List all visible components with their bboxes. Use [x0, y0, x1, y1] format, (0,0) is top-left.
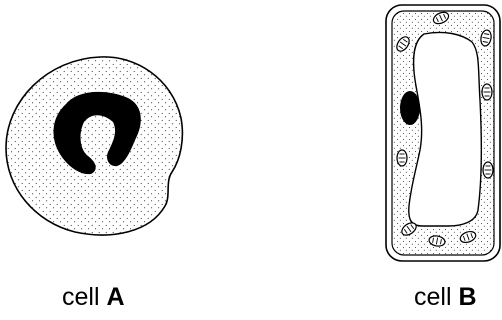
cell-b-label: cell B	[414, 283, 477, 312]
cell-b-label-letter: B	[458, 283, 476, 311]
chloroplast	[397, 150, 407, 166]
cell-a-membrane	[6, 57, 182, 235]
cell-b	[386, 5, 500, 261]
chloroplast	[482, 84, 492, 100]
chloroplast	[483, 162, 493, 178]
cell-a-label-word: cell	[62, 283, 100, 311]
cell-b-label-word: cell	[414, 283, 452, 311]
cell-b-nucleus	[400, 91, 420, 125]
cell-a-label-letter: A	[106, 283, 124, 311]
cell-a	[6, 57, 182, 235]
cell-a-label: cell A	[62, 283, 125, 312]
